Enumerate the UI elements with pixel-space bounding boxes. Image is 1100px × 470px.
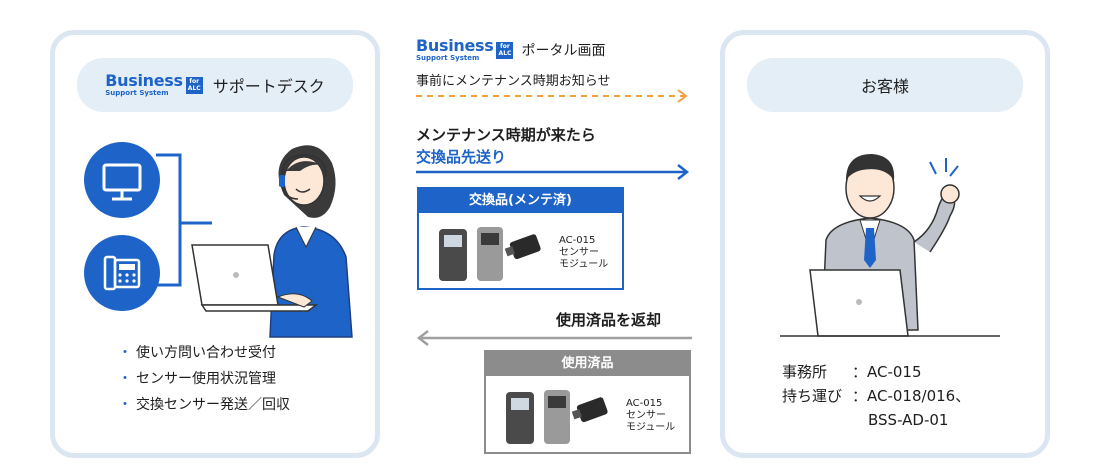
support-desk-title: サポートデスク (212, 77, 325, 96)
logo-word: Business (416, 36, 494, 55)
feature-text: 使い方問い合わせ受付 (136, 345, 276, 361)
laptop (191, 244, 319, 312)
portable-row: 持ち運び ：AC-018/016、 (782, 384, 970, 408)
office-row: 事務所 ：AC-015 (782, 360, 970, 384)
phone-icon (84, 235, 160, 311)
used-card: 使用済品 AC-015 センサー モジュール (484, 350, 691, 454)
portal-logo: Business Support System for ALC (416, 36, 514, 62)
logo-mark: for ALC (496, 41, 514, 59)
used-module-label: AC-015 センサー モジュール (626, 398, 675, 434)
business-support-logo: Business Support System for ALC (105, 71, 203, 97)
logo-mark-top: for (189, 77, 200, 85)
logo-mark-bottom: ALC (498, 49, 512, 57)
logo-mark-top: for (500, 42, 510, 50)
module-model: AC-015 (559, 235, 596, 246)
module-type: センサー (559, 247, 599, 258)
notice-text: 事前にメンテナンス時期お知らせ (416, 74, 611, 89)
monitor-icon (84, 142, 160, 218)
feature-item: ・使い方問い合わせ受付 (118, 345, 276, 361)
customer-device-info: 事務所 ：AC-015 持ち運び ：AC-018/016、 BSS-AD-01 (782, 360, 970, 432)
feature-text: 交換センサー発送／回収 (136, 397, 290, 413)
portable-value-line2: BSS-AD-01 (868, 411, 949, 429)
laptop (809, 269, 909, 337)
logo-sub: Support System (416, 54, 480, 62)
logo-mark-bottom: ALC (187, 84, 201, 92)
logo-mark: for ALC (185, 76, 203, 94)
portable-value-line1: ：AC-018/016、 (852, 387, 971, 405)
exchange-card-title: 交換品(メンテ済) (419, 189, 622, 213)
return-text: 使用済品を返却 (556, 311, 662, 329)
portal-title-row: Business Support System for ALC ポータル画面 (416, 38, 605, 62)
logo-word: Business (105, 71, 183, 90)
maintenance-line2: 交換品先送り (416, 148, 507, 166)
breathalyzer-devices (439, 227, 541, 281)
portal-title: ポータル画面 (521, 43, 606, 59)
feature-item: ・センサー使用状況管理 (118, 371, 276, 387)
support-features-list: ・使い方問い合わせ受付 ・センサー使用状況管理 ・交換センサー発送／回収 (118, 340, 290, 418)
feature-item: ・交換センサー発送／回収 (118, 397, 290, 413)
module-type: センサー (626, 410, 666, 421)
support-desk-illustration (84, 142, 353, 338)
customer-title: お客様 (860, 77, 909, 96)
customer-header: お客様 (747, 58, 1023, 112)
module-model: AC-015 (626, 398, 663, 409)
send-arrow (416, 164, 690, 180)
portable-row-2: BSS-AD-01 (782, 408, 970, 432)
module-kind: モジュール (559, 259, 609, 270)
office-value: ：AC-015 (852, 363, 922, 381)
exchange-card: 交換品(メンテ済) AC-015 センサー モジュール (417, 187, 624, 290)
support-desk-header: Business Support System for ALC サポートデスク (77, 58, 353, 112)
feature-text: センサー使用状況管理 (136, 371, 276, 387)
breathalyzer-devices (506, 390, 608, 444)
exchange-module-label: AC-015 センサー モジュール (559, 235, 608, 271)
office-label: 事務所 (782, 363, 828, 381)
customer-illustration (780, 154, 1000, 337)
portable-label: 持ち運び (782, 387, 843, 405)
return-arrow (416, 330, 692, 346)
module-kind: モジュール (626, 422, 676, 433)
used-card-title: 使用済品 (486, 352, 689, 376)
maintenance-line1: メンテナンス時期が来たら (416, 126, 596, 144)
logo-sub: Support System (105, 89, 169, 97)
notice-arrow (416, 89, 688, 103)
